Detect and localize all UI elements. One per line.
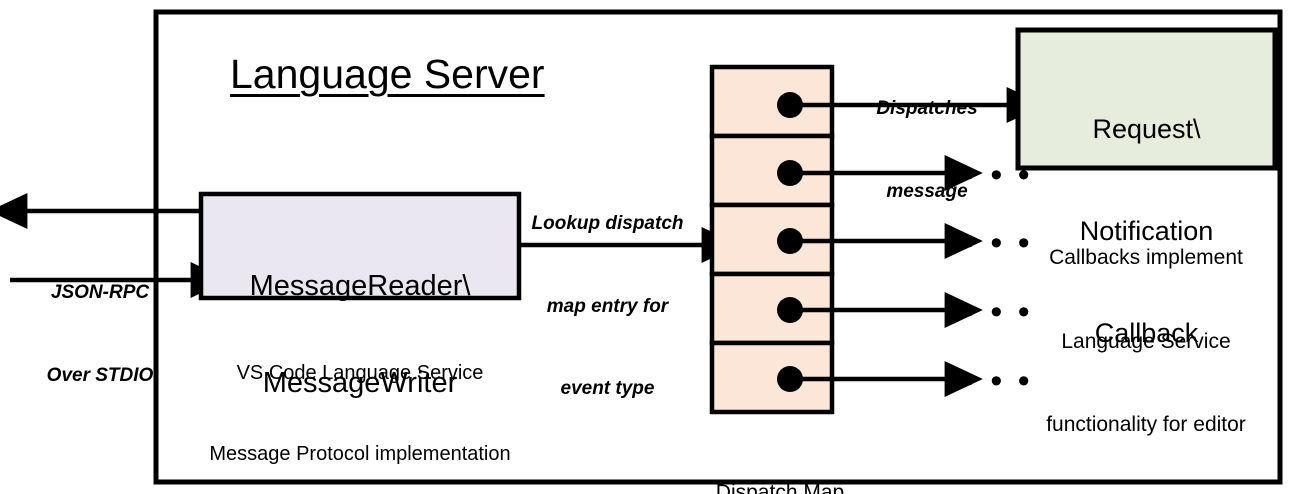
lookup-label-line3: event type (560, 378, 655, 400)
callback-label-line1: Request\ (1092, 114, 1201, 145)
dispatch-map-cell-2 (709, 133, 835, 208)
callback-caption-line2: Language Service (1061, 329, 1231, 353)
callback-description: Callbacks implement Language Service fun… (1002, 188, 1290, 494)
dispatch-map-cell-1 (709, 64, 835, 139)
message-box-caption-line2: Message Protocol implementation (209, 443, 511, 465)
ellipsis-row-4: • • • (963, 293, 1033, 331)
dispatches-label-line1: Dispatches (876, 98, 978, 120)
callback-caption-line1: Callbacks implement (1049, 245, 1243, 269)
dispatches-message-label: Dispatches message (832, 40, 1022, 260)
ellipsis-row-5: • • • (963, 362, 1033, 400)
message-writer-line: MessageWriter (262, 367, 458, 400)
page-title: Language Server (230, 51, 545, 97)
message-box-caption-line1: VS Code Language Service (236, 362, 484, 384)
language-server-container (153, 9, 1283, 485)
jsonrpc-label-line1: JSON-RPC (50, 282, 150, 304)
dispatches-label-line2: message (886, 180, 968, 202)
lookup-dispatch-label: Lookup dispatch map entry for event type (515, 155, 700, 458)
message-box-caption: VS Code Language Service Message Protoco… (201, 306, 519, 494)
jsonrpc-label-line2: Over STDIO (46, 364, 154, 386)
message-reader-writer-box (198, 191, 522, 301)
ellipsis-row-3: • • • (963, 224, 1033, 262)
callback-label-line2: Notification (1079, 216, 1214, 247)
callback-caption-line3: functionality for editor (1046, 413, 1246, 437)
message-reader-line: MessageReader\ (249, 269, 471, 302)
callback-label-line3: Callback (1094, 318, 1199, 349)
lookup-label-line1: Lookup dispatch (531, 213, 684, 235)
jsonrpc-channel-label: JSON-RPC Over STDIO (20, 224, 180, 444)
dispatch-map-caption: Dispatch Map (event_type, callback) (640, 422, 920, 494)
callback-box-label: Request\ Notification Callback (1018, 44, 1275, 418)
message-reader-writer-label: MessageReader\ MessageWriter (201, 205, 519, 465)
ellipsis-row-2: • • • (963, 156, 1033, 194)
lookup-label-line2: map entry for (546, 295, 669, 317)
dispatch-map-caption-line1: Dispatch Map (715, 480, 845, 494)
request-notification-callback-box (1015, 27, 1278, 171)
